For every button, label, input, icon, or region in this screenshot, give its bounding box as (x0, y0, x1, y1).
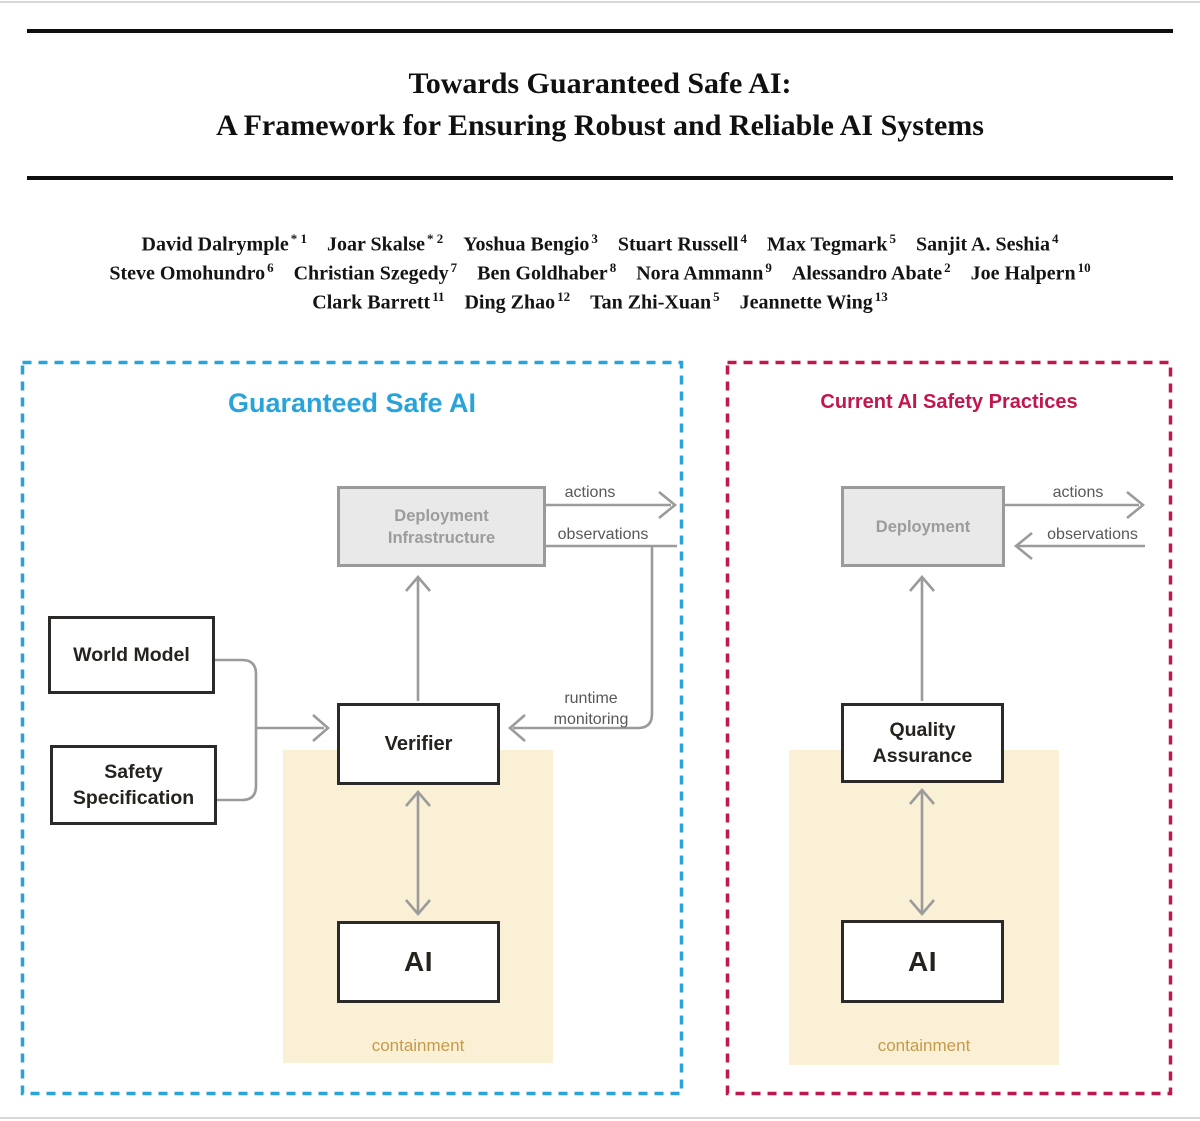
author-affiliation-sup: 7 (450, 260, 458, 275)
qa-ai-arrowhead-down (909, 899, 935, 916)
safety-spec-connector (217, 728, 258, 802)
left-panel-dashed-border (20, 360, 684, 1096)
header-top-rule (27, 29, 1173, 33)
author-affiliation-sup: * 1 (290, 231, 307, 246)
containment-label-left: containment (371, 1036, 465, 1055)
safety-specification-box: Safety Specification (50, 745, 217, 825)
right-panel-dashed-border (725, 360, 1173, 1096)
actions-arrowhead-right (1126, 490, 1146, 520)
world-model-label: World Model (73, 644, 190, 666)
ai-box-right: AI (841, 920, 1004, 1003)
author-affiliation-sup: 4 (1051, 231, 1059, 246)
right-panel-title: Current AI Safety Practices (820, 391, 1078, 413)
safety-specification-label: Safety Specification (72, 761, 195, 809)
author: David Dalrymple* 1 (141, 231, 307, 256)
qa-to-deployment-arrowhead (909, 575, 935, 592)
qa-ai-arrowhead-up (909, 788, 935, 805)
deployment-label: Deployment (875, 517, 971, 536)
ai-box-left: AI (337, 921, 500, 1003)
author-affiliation-sup: 2 (944, 260, 951, 275)
authors-line-1: David Dalrymple* 1 Joar Skalse* 2 Yoshua B… (0, 231, 1200, 257)
runtime-monitoring-line (513, 546, 654, 730)
actions-label-right: actions (1052, 484, 1104, 501)
author-affiliation-sup: 4 (740, 231, 747, 246)
author-affiliation-sup: 5 (889, 231, 897, 246)
paper-title-line1: Towards Guaranteed Safe AI: (408, 67, 792, 100)
author-affiliation-sup: * 2 (426, 231, 444, 246)
ai-label-left: AI (404, 946, 433, 977)
author: Joar Skalse* 2 (327, 231, 444, 256)
quality-assurance-box: Quality Assurance (841, 703, 1004, 783)
quality-assurance-label: Quality Assurance (872, 719, 973, 767)
paper-title-line2: A Framework for Ensuring Robust and Reli… (216, 109, 984, 142)
verifier-ai-arrowhead-up (405, 790, 431, 807)
inputs-to-verifier-arrowhead (312, 714, 330, 742)
author-affiliation-sup: 12 (557, 289, 571, 304)
ai-label-right: AI (908, 945, 937, 977)
verifier-box: Verifier (337, 703, 500, 785)
author-affiliation-sup: 6 (267, 260, 274, 275)
bottom-edge-line (0, 1117, 1200, 1119)
observations-arrowhead-right (1013, 531, 1033, 561)
author-affiliation-sup: 10 (1077, 260, 1091, 275)
verifier-label: Verifier (384, 733, 453, 755)
author-affiliation-sup: 13 (874, 289, 888, 304)
author-affiliation-sup: 9 (765, 260, 772, 275)
containment-label-right: containment (877, 1036, 971, 1055)
world-model-connector (215, 658, 258, 728)
deployment-infrastructure-label: Deployment Infrastructure (387, 506, 496, 547)
verifier-to-deployment-arrowhead (405, 575, 431, 592)
actions-arrowhead-left (658, 490, 678, 520)
runtime-monitoring-arrowhead (508, 714, 526, 742)
verifier-ai-arrowhead-down (405, 899, 431, 916)
deployment-box: Deployment (841, 486, 1005, 567)
top-edge-line (0, 1, 1200, 3)
world-model-box: World Model (48, 616, 215, 694)
author-affiliation-sup: 3 (591, 231, 598, 246)
observations-label-left: observations (557, 526, 649, 543)
left-panel-title: Guaranteed Safe AI (227, 388, 477, 418)
author-affiliation-sup: 5 (713, 289, 720, 304)
deployment-infrastructure-box: Deployment Infrastructure (337, 486, 546, 567)
containment-region-right (789, 750, 1059, 1065)
author-affiliation-sup: 8 (609, 260, 617, 275)
author-affiliation-sup: 11 (432, 289, 445, 304)
observations-label-right: observations (1047, 526, 1138, 543)
header-bottom-rule (27, 176, 1173, 180)
actions-label-left: actions (564, 484, 616, 501)
runtime-monitoring-label: runtime monitoring (553, 690, 629, 728)
